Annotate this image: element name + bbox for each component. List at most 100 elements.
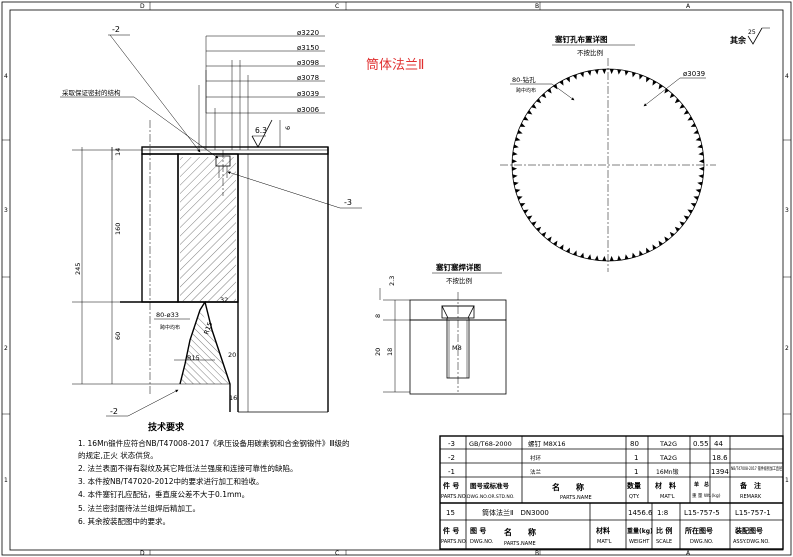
bolt-hole-mark — [674, 226, 680, 232]
bolt-hole-mark — [698, 174, 704, 179]
bolt-hole-mark — [664, 88, 670, 94]
plug-dim-2-3: 2.3 — [388, 276, 396, 286]
bolt-hole-mark — [517, 196, 523, 201]
bolt-hole-mark — [531, 221, 537, 227]
bolt-hole-mark — [512, 151, 518, 156]
bolt-hole-mark — [519, 122, 526, 127]
bom-row-1-remark: NB/T47008-2017 锻件级别加工直径 — [731, 465, 782, 472]
dim-16: 16 — [229, 394, 237, 402]
red-title: 筒体法兰Ⅱ — [366, 57, 424, 73]
bolt-hole-mark — [632, 252, 637, 258]
bom-row-1-name: 法兰 — [530, 468, 542, 476]
bom-foot-name-en: PARTS.NAME — [504, 541, 536, 547]
flange-section-view: ø3220 ø3150 ø3098 ø3078 ø3039 ø3006 -2 采… — [60, 25, 362, 417]
bom-head-no-en: PARTS.NO. — [441, 494, 468, 500]
bom-row-2-qty: 1 — [634, 454, 638, 462]
plug-dim-18: 18 — [386, 348, 394, 356]
bolt-hole-mark — [594, 255, 599, 261]
bom-foot-weight: 重量(kg) — [627, 527, 653, 535]
bom-foot-mat: 材料 — [595, 526, 610, 535]
bolt-hole-mark — [679, 221, 685, 227]
bolt-circle-subtitle: 不按比例 — [577, 48, 603, 57]
bolt-hole-mark — [579, 72, 584, 78]
bom-main-weight: 1456.6 — [628, 509, 653, 517]
zone-letter-c: C — [335, 3, 339, 10]
bom-row-2-no: -2 — [448, 454, 455, 462]
bom-foot-place-en: DWG.NO. — [690, 539, 714, 545]
bolt-hole-mark — [587, 70, 592, 76]
dim-r15-lower: R15 — [187, 354, 200, 362]
bolt-hole-mark — [552, 84, 558, 90]
bolt-hole-mark — [609, 69, 614, 75]
bolt-hole-mark — [527, 215, 533, 221]
bolt-hole-mark — [652, 80, 657, 86]
diameter-dims: ø3220 ø3150 ø3098 ø3078 ø3039 ø3006 — [205, 29, 325, 114]
bolt-hole-mark — [658, 240, 664, 246]
note-seal-structure: 采取保证密封的结构 — [62, 88, 121, 97]
bom-head-dwg: 图号或标准号 — [470, 481, 510, 490]
zone-number-2: 2 — [4, 345, 8, 352]
bom-head-name-en: PARTS.NAME — [560, 495, 592, 501]
bolt-hole-mark — [664, 236, 670, 242]
bolt-hole-mark — [602, 255, 607, 261]
bom-foot-scale: 比 例 — [656, 526, 672, 535]
bolt-hole-mark — [693, 129, 699, 134]
bom-head-w-sub: 重 量 Wt.(kg) — [692, 492, 721, 499]
bolt-hole-mark — [646, 247, 651, 254]
hole-label: 80-ø33 — [156, 311, 179, 319]
bom-row-1-mat: 16Mn锻 — [656, 468, 679, 476]
bolt-circle-diameter: ø3039 — [683, 70, 705, 78]
callout-2-top: -2 — [112, 25, 120, 34]
bom-row-1-no: -1 — [448, 468, 455, 476]
bom-foot-no: 件 号 — [443, 526, 459, 535]
bom-foot-name: 名 称 — [504, 527, 536, 537]
dim-245: 245 — [74, 263, 82, 275]
bolt-hole-mark — [698, 159, 704, 164]
bolt-hole-mark — [639, 250, 644, 256]
dim-160: 160 — [114, 223, 122, 235]
bolt-hole-mark — [541, 231, 547, 237]
dim-60: 60 — [114, 332, 122, 340]
bom-row-1-w2: 1394 — [711, 468, 729, 476]
bolt-hole-mark — [646, 76, 651, 83]
tech-req-item-2: 2. 法兰表面不得有裂纹及其它降低法兰强度和连接可靠性的缺陷。 — [78, 463, 298, 473]
bolt-hole-mark — [669, 93, 675, 99]
bom-foot-dwg: 图 号 — [470, 526, 486, 535]
bom-head-mat-en: MAT'L — [660, 494, 675, 500]
bolt-hole-mark — [546, 236, 552, 242]
bom-head-remark-en: REMARK — [740, 494, 762, 500]
bom-row-3-w2: 44 — [714, 440, 723, 448]
bolt-hole-mark — [698, 151, 704, 156]
bolt-hole-mark — [658, 84, 664, 90]
bolt-hole-mark — [669, 231, 675, 237]
bolt-hole-mark — [579, 252, 584, 258]
bom-head-qty: 数量 — [627, 481, 641, 490]
diameter-3150: ø3150 — [297, 44, 319, 52]
tech-req-item-3: 3. 本件按NB/T47020-2012中的要求进行加工和验收。 — [78, 476, 264, 486]
bolt-hole-mark — [624, 70, 629, 76]
bom-main-assy: L15-757-1 — [735, 509, 771, 517]
bolt-hole-mark — [697, 181, 703, 186]
bolt-hole-mark — [698, 166, 704, 171]
bolt-hole-mark — [697, 144, 703, 149]
bolt-hole-mark — [617, 69, 622, 75]
bolt-hole-mark — [515, 189, 521, 194]
bom-main-name: 筒体法兰Ⅱ DN3000 — [482, 508, 549, 517]
bom-row-1-qty: 1 — [634, 468, 638, 476]
bom-head-no: 件 号 — [443, 481, 459, 490]
bom-head-mat: 材 料 — [654, 481, 676, 490]
bolt-hole-mark — [531, 103, 537, 109]
bolt-hole-mark — [565, 76, 570, 83]
bom-row-3-w1: 0.55 — [693, 440, 709, 448]
zone-letter-c-bottom: C — [335, 550, 339, 557]
dim-6: 6 — [284, 126, 292, 130]
bom-table: -3 GB/T68-2000 螺钉 M8X16 80 TA2G 0.55 44 … — [439, 435, 784, 550]
bolt-hole-mark — [639, 74, 644, 80]
bolt-hole-mark — [624, 254, 629, 260]
bolt-hole-mark — [687, 116, 693, 121]
tech-req-item-6: 6. 其余按装配图中的要求。 — [78, 516, 170, 526]
zone-letters: D C B A D C B A 4 3 2 1 4 3 2 1 — [4, 3, 789, 557]
bolt-hole-mark — [690, 122, 697, 127]
bolt-hole-mark — [572, 74, 577, 80]
plug-thread: M8 — [452, 344, 462, 352]
